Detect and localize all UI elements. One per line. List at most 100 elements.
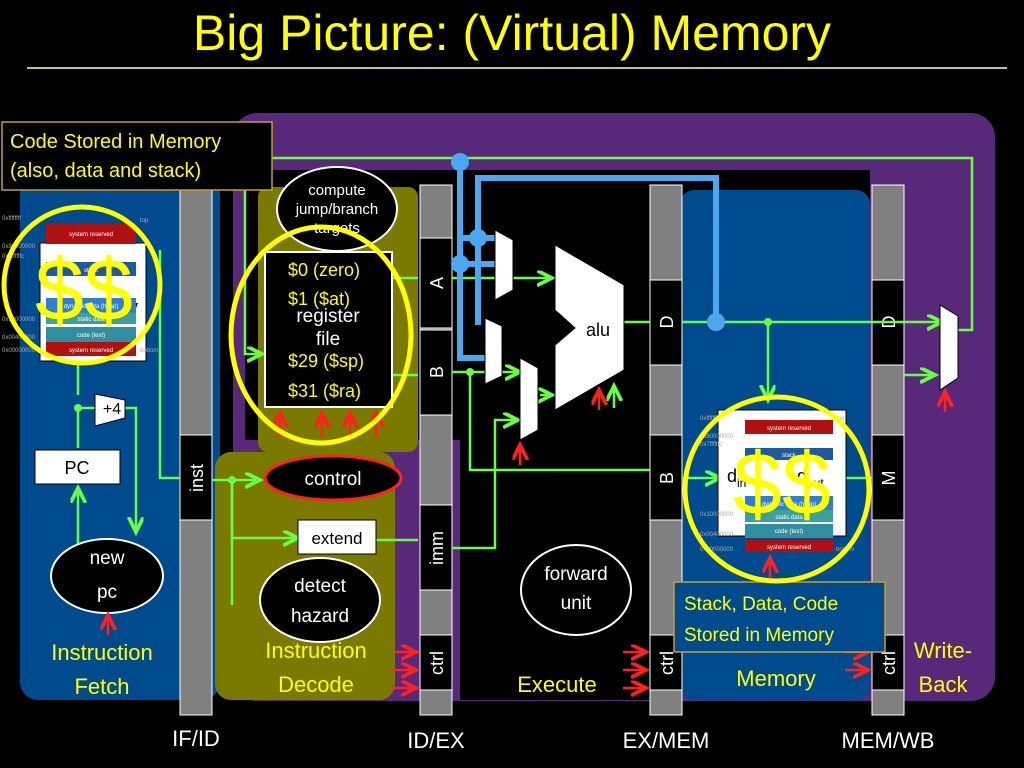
fetch-stage-label-line1: Instruction bbox=[51, 640, 153, 665]
highlight-circle-instruction-memory bbox=[1, 204, 163, 366]
id-ex-field-ctrl: ctrl bbox=[427, 651, 447, 675]
mem-data-region-4: code (text) bbox=[775, 529, 803, 535]
mem-data-addr-low1: 0x10000000 bbox=[700, 512, 734, 518]
pc-label: PC bbox=[64, 458, 89, 478]
decode-stage-label-line1: Instruction bbox=[265, 638, 367, 663]
stack-stored-line1: Stack, Data, Code bbox=[684, 594, 838, 615]
mem-fetch-addr-low2: 0x00400000 bbox=[2, 335, 36, 341]
highlight-circle-register-file bbox=[228, 224, 414, 446]
mem-fetch-region-1: stack bbox=[84, 268, 99, 274]
cache-symbol-memory: $$ bbox=[733, 434, 831, 533]
memory-map-data: system reserved stack dynamic data (heap… bbox=[700, 416, 854, 553]
mem-fetch-region-5: system reserved bbox=[69, 348, 113, 354]
mem-data-region-3: static data bbox=[775, 515, 803, 521]
register-at: $1 ($at) bbox=[288, 289, 350, 309]
register-ra: $31 ($ra) bbox=[288, 381, 361, 401]
ex-mem-field-b: B bbox=[657, 472, 677, 484]
id-ex-field-a: A bbox=[427, 277, 447, 289]
highlight-circle-data-memory bbox=[682, 394, 872, 584]
blue-wires bbox=[457, 162, 719, 361]
mem-data-addr-low2: 0x00400000 bbox=[700, 532, 734, 538]
hazard-line2: hazard bbox=[291, 606, 349, 627]
register-file bbox=[264, 251, 393, 408]
mem-wb-label: MEM/WB bbox=[842, 728, 935, 753]
code-stored-line2: (also, data and stack) bbox=[10, 160, 201, 182]
new-pc-line2: pc bbox=[97, 582, 117, 603]
mem-data-region-1: stack bbox=[782, 453, 797, 459]
mem-fetch-addr-low1: 0x10000000 bbox=[2, 317, 36, 323]
mem-fetch-addr-mid1: 0x80000000 bbox=[2, 244, 36, 250]
id-ex-register: A B imm ctrl bbox=[419, 184, 453, 716]
title-rule bbox=[27, 67, 1007, 69]
data-out-label: dout bbox=[797, 466, 824, 490]
hazard-line1: detect bbox=[294, 576, 346, 597]
mem-data-region-5: system reserved bbox=[767, 545, 811, 551]
mem-fetch-addr-low3: 0x00000000 bbox=[2, 348, 36, 354]
data-in-label: din bbox=[727, 466, 746, 490]
compute-line2: jump/branch bbox=[295, 201, 379, 218]
alu bbox=[554, 244, 625, 411]
memory-map-fetch: system reserved stack dynamic data (heap… bbox=[2, 216, 158, 356]
mux-forward-a bbox=[484, 317, 503, 385]
cache-symbol-fetch: $$ bbox=[35, 240, 133, 339]
decode-stage-label-line2: Decode bbox=[278, 672, 354, 697]
register-file-line1: register bbox=[296, 306, 360, 327]
fetch-stage-label-line2: Fetch bbox=[74, 674, 129, 699]
mem-data-addr-mid2: 0x7ffffffc bbox=[700, 442, 722, 448]
stack-stored-line2: Stored in Memory bbox=[684, 625, 834, 646]
pc-register bbox=[34, 449, 121, 485]
writeback-stage-label-line2: Back bbox=[919, 672, 969, 697]
memory-stage-label: Memory bbox=[736, 666, 815, 691]
forward-unit bbox=[520, 544, 632, 636]
mux-writeback bbox=[939, 304, 959, 391]
mem-data-addr-top: 0xffffffff bbox=[700, 416, 719, 422]
mux-alu-b bbox=[519, 357, 539, 441]
mem-fetch-region-4: code (text) bbox=[77, 333, 105, 339]
mem-fetch-region-2: dynamic data (heap) bbox=[64, 304, 119, 310]
mem-data-addr-mid1: 0x80000000 bbox=[700, 434, 734, 440]
slide-title: Big Picture: (Virtual) Memory bbox=[192, 5, 832, 61]
forward-line2: unit bbox=[561, 593, 592, 614]
stack-stored-callout-box bbox=[673, 581, 886, 653]
id-ex-field-b: B bbox=[427, 366, 447, 378]
register-zero: $0 (zero) bbox=[288, 260, 360, 280]
alu-label: alu bbox=[586, 320, 610, 340]
mem-data-addr-low3: 0x00000000 bbox=[700, 547, 734, 553]
execute-stage-label: Execute bbox=[517, 672, 597, 697]
mux-branch bbox=[494, 229, 514, 301]
ex-mem-field-ctrl: ctrl bbox=[657, 651, 677, 675]
ex-mem-field-d: D bbox=[657, 316, 677, 329]
if-id-label: IF/ID bbox=[172, 726, 220, 751]
control-unit bbox=[263, 454, 403, 502]
control-label: control bbox=[304, 469, 361, 490]
forward-line1: forward bbox=[544, 564, 607, 585]
if-id-register: inst bbox=[179, 184, 213, 716]
register-file-line2: file bbox=[316, 329, 340, 350]
mem-fetch-word-bottom: bottom bbox=[140, 348, 158, 354]
id-ex-label: ID/EX bbox=[407, 728, 465, 753]
register-sp: $29 ($sp) bbox=[288, 351, 364, 371]
plus4-label: +4 bbox=[103, 401, 121, 418]
mem-data-region-2: dynamic data (heap) bbox=[762, 502, 817, 508]
ex-mem-label: EX/MEM bbox=[623, 728, 710, 753]
extend-label: extend bbox=[311, 529, 362, 548]
new-pc-line1: new bbox=[90, 548, 125, 569]
mem-data-region-0: system reserved bbox=[767, 426, 811, 432]
sign-extend bbox=[297, 519, 377, 555]
mem-wb-field-m: M bbox=[879, 471, 899, 486]
id-ex-field-imm: imm bbox=[427, 531, 447, 565]
mem-fetch-addr-top: 0xffffffff bbox=[2, 216, 21, 222]
code-stored-callout-box bbox=[1, 121, 273, 191]
compute-line1: compute bbox=[308, 182, 366, 199]
code-stored-line1: Code Stored in Memory bbox=[10, 131, 221, 153]
mem-fetch-addr-mid2: 0x7ffffffc bbox=[2, 254, 24, 260]
mem-fetch-region-3: static data bbox=[77, 317, 105, 323]
mem-data-word-top: top bbox=[836, 416, 845, 422]
mem-wb-field-ctrl: ctrl bbox=[879, 651, 899, 675]
mem-fetch-word-top: top bbox=[140, 218, 149, 224]
writeback-stage-label-line1: Write- bbox=[914, 638, 972, 663]
hazard-detect-unit bbox=[259, 557, 381, 643]
mem-fetch-region-0: system reserved bbox=[69, 232, 113, 238]
if-id-field-inst: inst bbox=[187, 464, 207, 492]
